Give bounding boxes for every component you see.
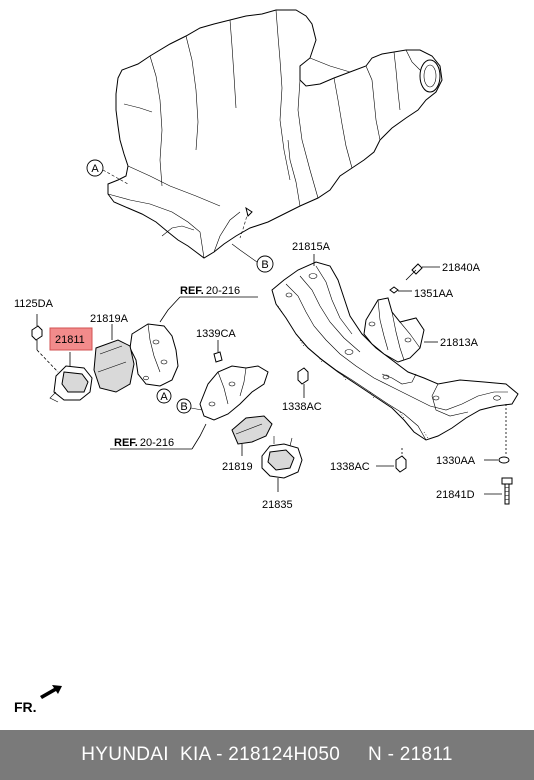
callout-a-lower: A: [156, 388, 172, 404]
bolt-1125DA: 1125DA: [14, 298, 59, 373]
label-21835: 21835: [262, 499, 293, 511]
washer-1330AA: 1330AA: [436, 404, 510, 467]
svg-text:REF.20-216: REF.20-216: [114, 437, 174, 449]
front-label: FR.: [14, 699, 37, 715]
label-1338AC-upper: 1338AC: [282, 401, 322, 413]
label-1125DA: 1125DA: [14, 298, 54, 310]
front-arrow-icon: [40, 685, 62, 699]
label-1338AC-lower: 1338AC: [330, 461, 370, 473]
label-21815A-group: 21815A: [292, 241, 331, 266]
parts-diagram: A B 21815A 21840A: [14, 9, 519, 715]
insulator-21819A: 21819A: [90, 313, 135, 393]
callout-a-upper: A: [86, 159, 129, 185]
ref-top: REF.20-216: [159, 285, 258, 323]
label-1351AA: 1351AA: [414, 288, 454, 300]
clip-1339CA: 1339CA: [196, 328, 236, 363]
engine-side-bracket: [129, 323, 179, 387]
nut-1338AC-upper: 1338AC: [282, 367, 322, 413]
ref-bottom: REF.20-216: [110, 423, 207, 450]
svg-text:A: A: [91, 163, 99, 175]
svg-text:REF.20-216: REF.20-216: [180, 285, 240, 297]
nut-1338AC-lower: 1338AC: [330, 448, 407, 473]
highlight-box-21811: [49, 327, 93, 351]
label-21840A: 21840A: [442, 262, 481, 274]
footer-text: HYUNDAI KIA - 218124H050 N - 21811: [81, 744, 453, 765]
subframe-crossmember: [271, 261, 519, 441]
bolt-21841D: 21841D: [436, 477, 513, 505]
mount-bracket-21813A: 21813A: [363, 297, 479, 363]
label-21819: 21819: [222, 461, 253, 473]
engine-mount-21811: 21811: [49, 327, 93, 403]
label-21813A: 21813A: [440, 337, 479, 349]
svg-text:A: A: [160, 391, 168, 403]
label-21811: 21811: [55, 334, 85, 346]
front-direction-marker: FR.: [14, 685, 62, 715]
transmission-bracket: [199, 365, 269, 421]
label-21815A: 21815A: [292, 241, 331, 253]
engine-block: [107, 9, 443, 259]
callout-b-upper: B: [231, 206, 274, 273]
transmission-mount-21835: 21835: [261, 436, 303, 511]
label-21819A: 21819A: [90, 313, 129, 325]
svg-text:B: B: [261, 259, 268, 271]
footer-bar: HYUNDAI KIA - 218124H050 N - 21811: [0, 730, 534, 780]
label-21841D: 21841D: [436, 489, 475, 501]
label-1339CA: 1339CA: [196, 328, 236, 340]
bolt-21840A: 21840A: [405, 262, 481, 281]
insulator-21819: 21819: [222, 415, 273, 473]
label-1330AA: 1330AA: [436, 455, 476, 467]
callout-b-lower: B: [176, 398, 203, 414]
nut-1351AA: 1351AA: [389, 286, 454, 300]
svg-text:B: B: [180, 401, 187, 413]
